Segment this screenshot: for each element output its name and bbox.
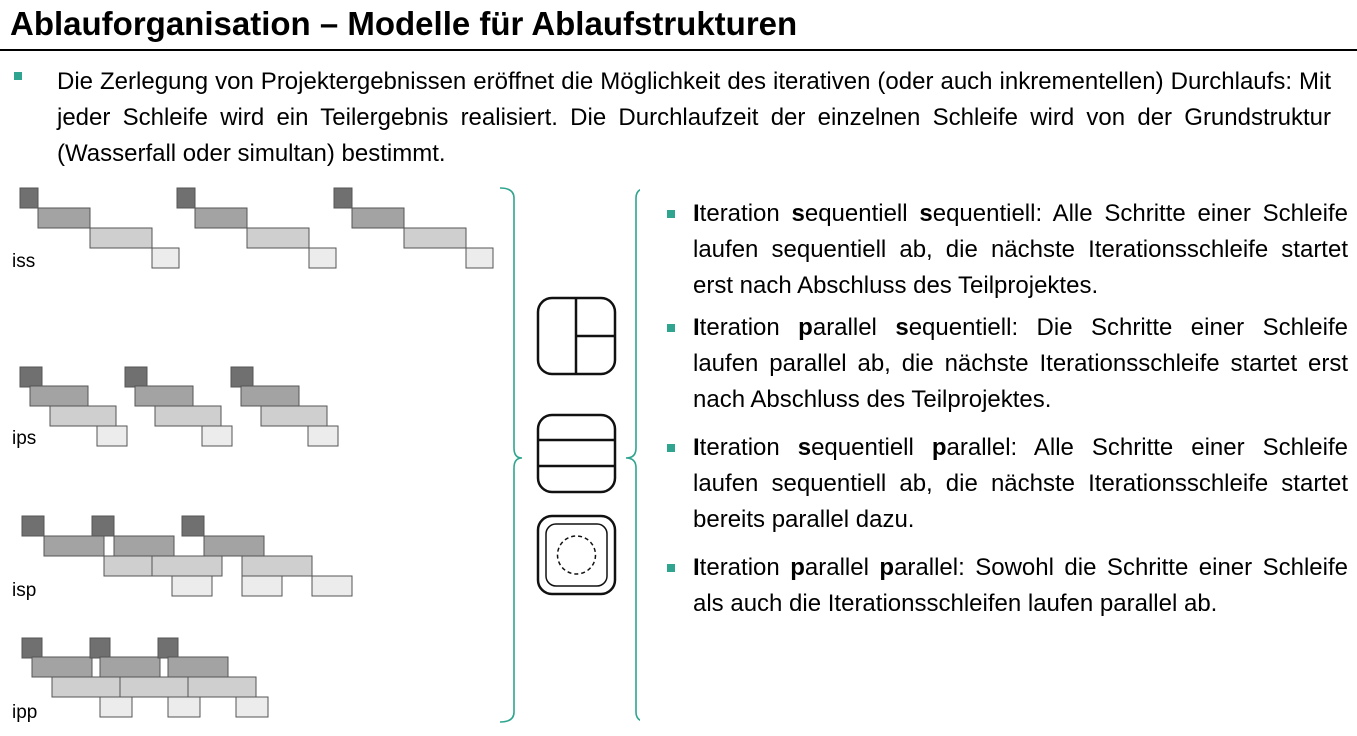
ipp-loop2-step3 <box>119 676 189 698</box>
isp-loop2-step4 <box>241 575 283 597</box>
ips-loop1-step2 <box>29 385 89 407</box>
ips-loop2-step2 <box>134 385 194 407</box>
isp-loop3-step2 <box>203 535 265 557</box>
ips-loop3-step2 <box>240 385 300 407</box>
right-brace <box>625 188 640 722</box>
isp-loop2-step3 <box>151 555 223 577</box>
bullet-icon <box>667 324 675 332</box>
label-iss: iss <box>12 251 35 272</box>
isp-loop3-step1 <box>181 515 205 537</box>
ipp-loop2-step2 <box>99 656 161 678</box>
isp-loop1-step1 <box>21 515 45 537</box>
ips-loop3-step4 <box>307 425 339 447</box>
list-item-iss: Iteration sequentiell sequentiell: Alle … <box>667 196 1348 304</box>
iss-loop3-step1 <box>333 187 353 209</box>
intro-paragraph: Die Zerlegung von Projektergebnissen erö… <box>57 68 1331 167</box>
ips-loop2-step1 <box>124 366 148 388</box>
ipp-loop3-step4 <box>235 696 269 718</box>
list-item-ips: Iteration parallel sequentiell: Die Schr… <box>667 310 1348 418</box>
title-divider <box>0 49 1357 51</box>
intro-bullet-icon <box>14 72 22 80</box>
step-boxes <box>19 187 494 718</box>
ipp-loop3-step3 <box>187 676 257 698</box>
iss-loop2-step4 <box>308 247 337 269</box>
label-ipp: ipp <box>12 702 37 723</box>
iss-loop2-step3 <box>246 227 310 249</box>
ipp-loop1-step2 <box>31 656 93 678</box>
iss-loop1-step4 <box>151 247 180 269</box>
iteration-model-list: Iteration sequentiell sequentiell: Alle … <box>667 196 1348 622</box>
left-brace <box>499 187 523 723</box>
iteration-models-diagram: iss ips isp ipp <box>12 187 640 723</box>
ipp-loop1-step4 <box>99 696 133 718</box>
cycle-dashed-icon <box>536 514 617 596</box>
iss-loop2-step1 <box>176 187 196 209</box>
bullet-icon <box>667 564 675 572</box>
ips-loop3-step1 <box>230 366 254 388</box>
list-item-isp: Iteration sequentiell parallel: Alle Sch… <box>667 430 1348 538</box>
page-title: Ablauforganisation – Modelle für Ablaufs… <box>10 5 798 42</box>
ipp-loop1-step1 <box>21 637 43 659</box>
iss-loop3-step4 <box>465 247 494 269</box>
isp-loop1-step4 <box>171 575 213 597</box>
ips-loop2-step4 <box>201 425 233 447</box>
ips-loop1-step4 <box>96 425 128 447</box>
iss-loop3-step3 <box>403 227 467 249</box>
ipp-loop2-step1 <box>89 637 111 659</box>
ips-loop1-step1 <box>19 366 43 388</box>
ips-loop1-step3 <box>49 405 117 427</box>
iss-loop1-step3 <box>89 227 153 249</box>
label-isp: isp <box>12 580 36 601</box>
list-item-ipp: Iteration parallel parallel: Sowohl die … <box>667 550 1348 622</box>
ipp-loop3-step1 <box>157 637 179 659</box>
bullet-icon <box>667 444 675 452</box>
ipp-loop2-step4 <box>167 696 201 718</box>
iss-loop2-step2 <box>194 207 248 229</box>
label-ips: ips <box>12 428 36 449</box>
ips-loop2-step3 <box>154 405 222 427</box>
isp-loop2-step1 <box>91 515 115 537</box>
isp-loop3-step4 <box>311 575 353 597</box>
ipp-loop3-step2 <box>167 656 229 678</box>
quadrant-layout-icon <box>536 296 617 376</box>
iss-loop3-step2 <box>351 207 405 229</box>
iss-loop1-step2 <box>37 207 91 229</box>
bullet-icon <box>667 210 675 218</box>
isp-loop3-step3 <box>241 555 313 577</box>
isp-loop1-step2 <box>43 535 105 557</box>
ipp-loop1-step3 <box>51 676 121 698</box>
ips-loop3-step3 <box>260 405 328 427</box>
isp-loop2-step2 <box>113 535 175 557</box>
horizontal-bands-icon <box>536 413 617 494</box>
iss-loop1-step1 <box>19 187 39 209</box>
